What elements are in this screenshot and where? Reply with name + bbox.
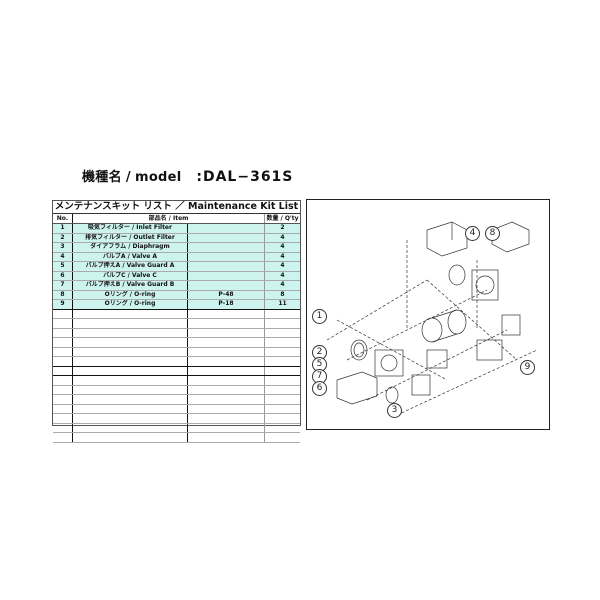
empty-table-row	[53, 376, 300, 386]
cell-no: 9	[53, 300, 73, 309]
empty-table-row	[53, 404, 300, 414]
cell-qty: 4	[280, 243, 285, 250]
model-separator: /	[125, 170, 131, 185]
cell-item: バルブA / Valve A	[73, 252, 188, 261]
cell-spec	[188, 271, 265, 280]
empty-table-row	[53, 423, 300, 433]
cell-no: 1	[53, 224, 73, 233]
model-title: 機種名/model :DAL−361S	[82, 166, 293, 185]
cell-item: バルブ押えB / Valve Guard B	[73, 281, 188, 290]
pump-exploded-view-drawing	[326, 221, 538, 416]
cell-spec	[188, 243, 265, 252]
empty-table-row	[53, 328, 300, 338]
model-value: :DAL−361S	[196, 169, 294, 185]
cell-spec	[188, 262, 265, 271]
kit-list-title: メンテナンスキット リスト ／ Maintenance Kit List	[53, 201, 300, 214]
callout-4: 4	[465, 226, 480, 241]
callout-1: 1	[312, 309, 327, 324]
col-no-header: No.	[53, 214, 73, 223]
cell-qty: 4	[280, 252, 285, 260]
empty-table-row	[53, 414, 300, 424]
cell-qty: 4	[280, 281, 285, 288]
empty-table-row	[53, 309, 300, 319]
cell-spec: P-18	[188, 300, 265, 309]
col-qty-header: 数量 / Q'ty	[266, 215, 299, 222]
col-item-header: 部品名 / Item	[73, 214, 265, 223]
cell-qty: 4	[280, 262, 285, 269]
cell-spec	[188, 233, 265, 242]
cell-qty: 8	[280, 290, 285, 298]
cell-item: 吸気フィルター / Inlet Filter	[73, 224, 188, 233]
empty-table-row	[53, 347, 300, 357]
cell-item: Oリング / O-ring	[73, 300, 188, 309]
empty-table-row	[53, 338, 300, 348]
cell-spec	[188, 252, 265, 261]
cell-no: 7	[53, 281, 73, 290]
cell-item: ダイアフラム / Diaphragm	[73, 243, 188, 252]
cell-qty: 4	[280, 233, 285, 241]
cell-item: 排気フィルター / Outlet Filter	[73, 233, 188, 242]
empty-table-row	[53, 319, 300, 329]
cell-spec: P-48	[188, 290, 265, 299]
cell-no: 5	[53, 262, 73, 271]
empty-table-row	[53, 433, 300, 443]
callout-6: 6	[312, 381, 327, 396]
cell-spec	[188, 224, 265, 233]
cell-item: バルブC / Valve C	[73, 271, 188, 280]
maintenance-kit-table: メンテナンスキット リスト ／ Maintenance Kit List No.…	[52, 200, 301, 443]
cell-qty: 11	[278, 300, 287, 307]
cell-qty: 2	[280, 224, 285, 231]
empty-table-row	[53, 385, 300, 395]
table-header-row: No. 部品名 / Item 数量 / Q'ty	[53, 214, 300, 224]
cell-no: 2	[53, 233, 73, 242]
cell-item: バルブ押えA / Valve Guard A	[73, 262, 188, 271]
cell-no: 3	[53, 243, 73, 252]
cell-qty: 4	[280, 271, 285, 279]
cell-item: Oリング / O-ring	[73, 290, 188, 299]
exploded-parts-diagram: 1 2 5 7 6 3 4 8 9	[306, 199, 550, 430]
empty-table-row	[53, 366, 300, 376]
callout-8: 8	[485, 226, 500, 241]
callout-3: 3	[387, 403, 402, 418]
model-label-jp: 機種名	[82, 170, 122, 185]
model-label-en: model	[134, 170, 182, 185]
cell-spec	[188, 281, 265, 290]
empty-table-row	[53, 395, 300, 405]
callout-9: 9	[520, 360, 535, 375]
cell-no: 4	[53, 252, 73, 261]
cell-no: 8	[53, 290, 73, 299]
empty-table-row	[53, 357, 300, 367]
cell-no: 6	[53, 271, 73, 280]
